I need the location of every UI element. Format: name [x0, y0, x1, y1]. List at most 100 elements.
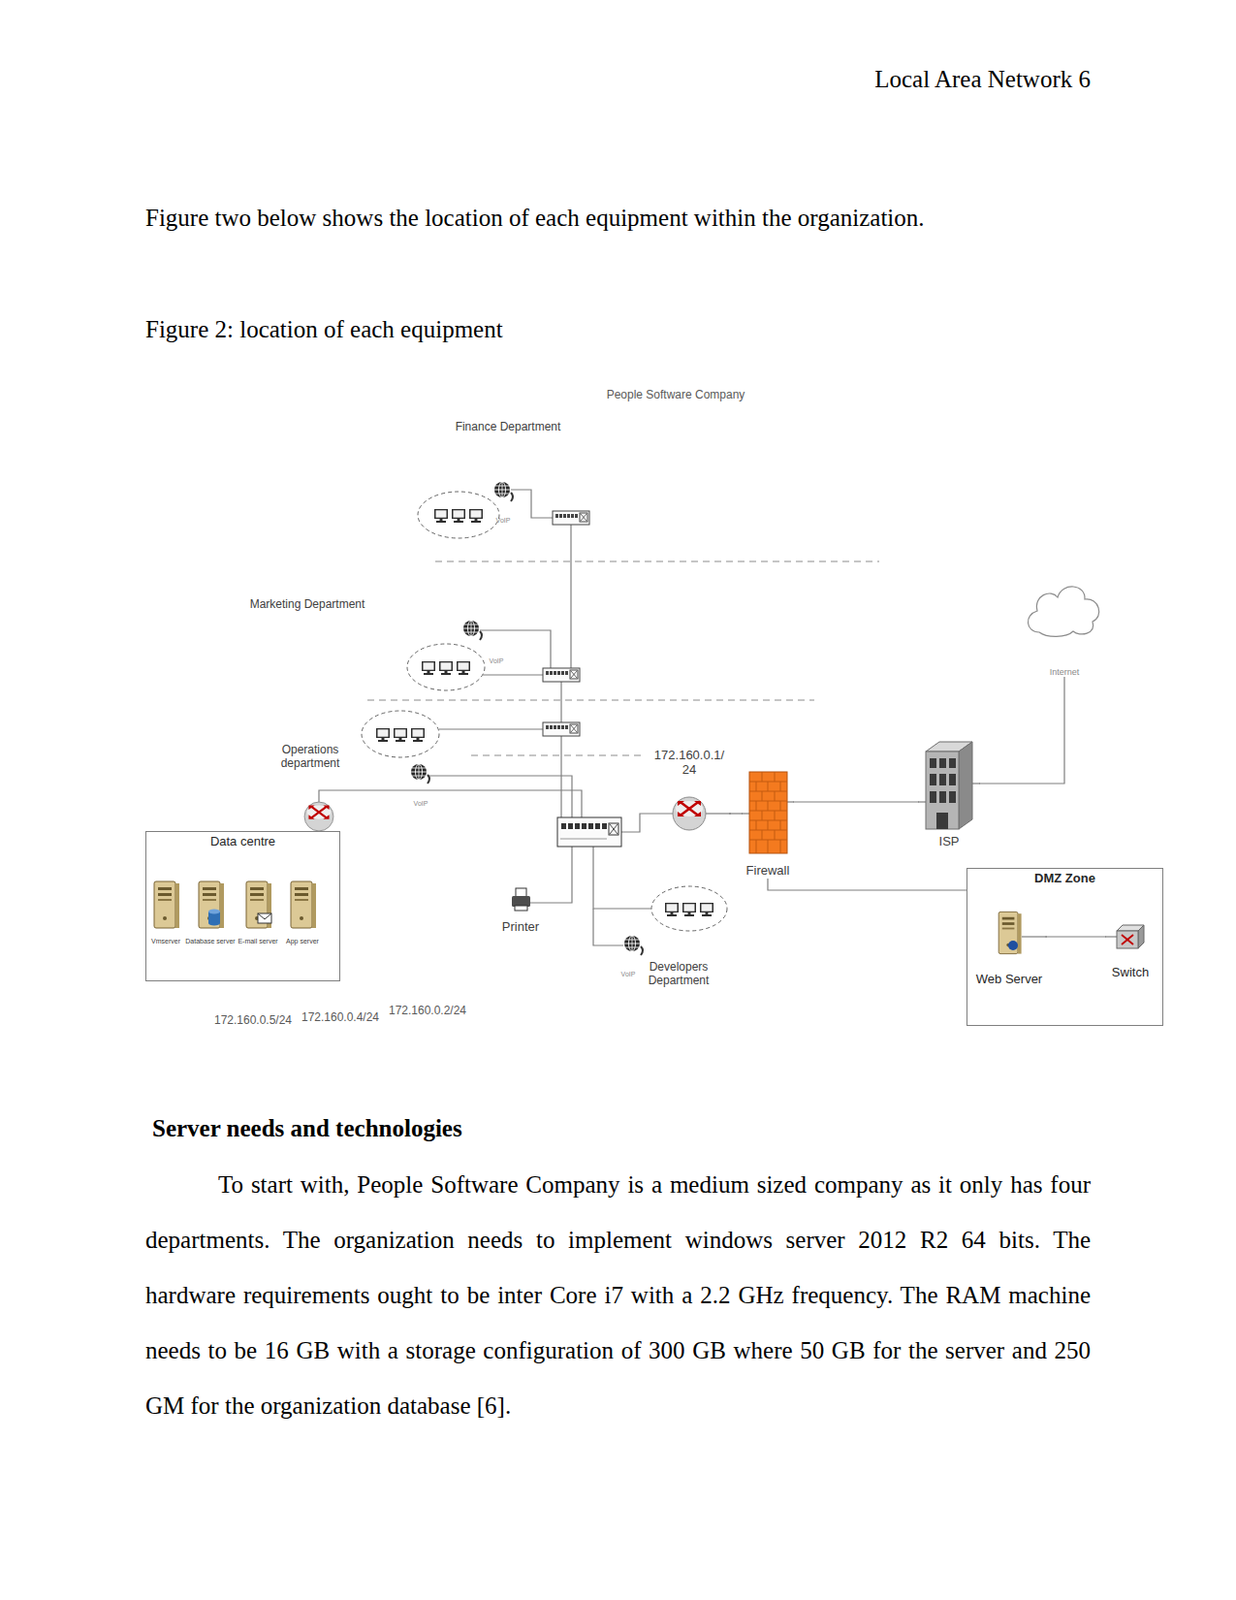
switch-icon [542, 667, 580, 682]
voip-label: VoIP [496, 516, 511, 524]
server-icon [246, 881, 272, 928]
switch-node: Switch [1106, 916, 1155, 981]
network-wire [593, 846, 652, 909]
node-label: Data centre [152, 834, 334, 850]
isp-building-icon [939, 773, 947, 786]
printer-icon [515, 887, 527, 897]
pc-icon [439, 661, 453, 675]
server-icon [198, 881, 224, 928]
database-symbol [208, 909, 221, 915]
ip-address: 172.160.0.4/24 [301, 1010, 380, 1024]
web-symbol [1008, 940, 1018, 951]
figure-caption: Figure 2: location of each equipment [145, 316, 504, 344]
node-label: Database server [185, 937, 235, 946]
server-node: App server [285, 877, 320, 946]
database-symbol [208, 909, 221, 926]
department-separator [435, 561, 880, 563]
email-symbol [257, 913, 272, 920]
node-label: App server [285, 937, 319, 946]
network-link [1045, 935, 1107, 937]
section-heading: Server needs and technologies [152, 1114, 463, 1142]
network-wire [530, 846, 572, 903]
network-link [767, 878, 967, 890]
isp-building-icon [936, 812, 949, 829]
server-node: Vmserver [150, 877, 182, 946]
node-label: Printer [502, 919, 539, 935]
isp-building-icon [949, 758, 956, 768]
database-symbol [208, 920, 221, 926]
server-node: E-mail server [236, 877, 279, 946]
department-label: Developers Department [639, 959, 718, 987]
department-separator [471, 755, 642, 757]
pc-icon [456, 661, 471, 675]
internet-cloud [1027, 586, 1099, 636]
printer-node: Printer [498, 886, 543, 935]
firewall-icon [749, 771, 788, 854]
pc-icon [699, 902, 714, 917]
network-link [728, 812, 743, 814]
network-wire [972, 782, 981, 784]
isp-node: ISP [919, 738, 980, 850]
pc-icon [411, 728, 425, 742]
network-wire [439, 728, 543, 729]
router-icon [672, 796, 706, 830]
network-wire [318, 790, 582, 818]
isp-building-icon [925, 741, 973, 829]
voip-phone-icon [494, 481, 513, 502]
isp-building-icon [929, 773, 937, 786]
body-paragraph: To start with, People Software Company i… [145, 1156, 1091, 1433]
pc-icon [682, 902, 697, 917]
isp-building-icon [939, 791, 947, 803]
dmz-switch-icon [1116, 930, 1139, 949]
network-wire [705, 812, 731, 814]
node-label: Internet [1049, 666, 1080, 677]
router-icon [304, 796, 706, 831]
pc-icon [469, 508, 483, 523]
isp-building-icon [925, 751, 959, 829]
network-wire [1105, 935, 1117, 937]
pc-icon [434, 508, 448, 523]
pc-icon [451, 508, 466, 523]
node-label: Switch [1111, 965, 1149, 981]
workstation-group [417, 491, 500, 539]
network-wire [318, 489, 1117, 946]
voip-phone-icon [624, 935, 643, 955]
department-separator [367, 561, 880, 756]
pc-icon [421, 661, 436, 675]
switch-icon [542, 510, 622, 847]
workstation-group [361, 710, 440, 758]
dmz-switch-icon [1116, 924, 1144, 949]
voip-phone-icon [463, 620, 482, 640]
web-server-node: Web Server [973, 911, 1046, 987]
body-text: Figure two below shows the location of e… [145, 204, 925, 232]
network-wire [741, 812, 750, 814]
network-wire [1021, 935, 1047, 937]
email-symbol [257, 913, 272, 923]
network-wire [787, 800, 794, 802]
cloud-node: Internet [1025, 577, 1104, 677]
isp-building-icon [929, 791, 937, 803]
email-symbol [257, 913, 272, 923]
server-icon [998, 911, 1021, 953]
printer-icon [514, 905, 528, 911]
switch-icon [552, 510, 590, 525]
network-wire [593, 908, 624, 946]
node-label: Web Server [976, 972, 1043, 987]
firewall-icon [749, 771, 788, 854]
data-centre-box: Data centreVmserverDatabase serverE-mail… [145, 830, 341, 982]
isp-building-icon [929, 758, 937, 768]
ip-address: 172.160.0.2/24 [388, 1003, 467, 1017]
switch-icon [542, 722, 580, 736]
printer-icon [511, 887, 531, 911]
isp-building-icon [939, 758, 947, 768]
node-label: 172.160.0.1/24 [652, 748, 727, 778]
network-link [979, 676, 1065, 784]
voip-label: VoIP [621, 970, 636, 978]
network-wire [510, 489, 553, 518]
network-wire [560, 735, 562, 818]
server-node: Database server [184, 877, 236, 946]
switch-icon [557, 817, 622, 847]
network-wire [918, 800, 926, 802]
